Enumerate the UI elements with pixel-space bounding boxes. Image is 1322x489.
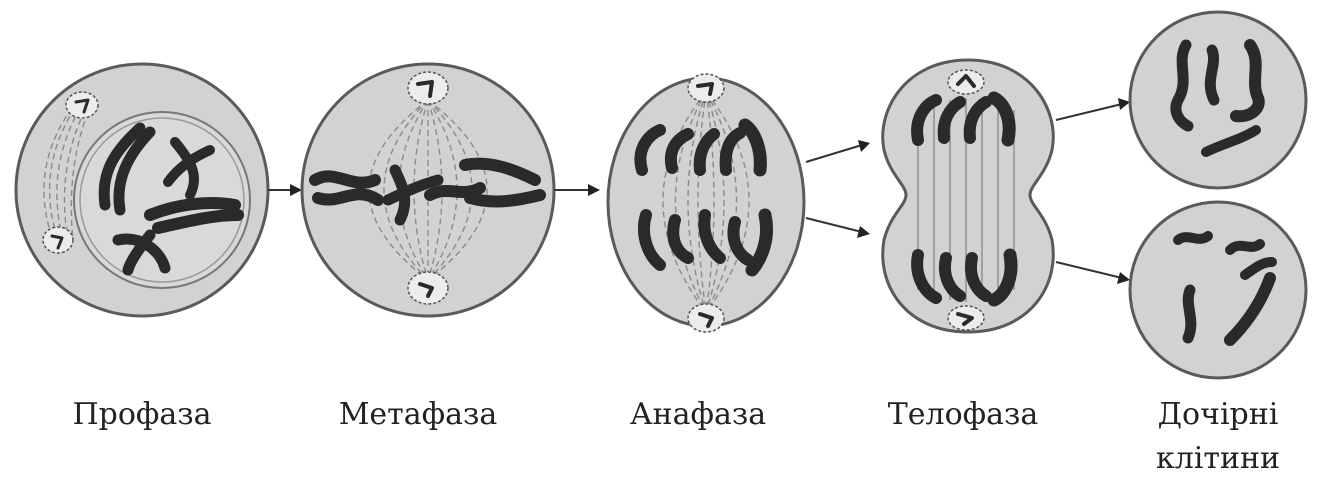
label-prophase: Профаза bbox=[52, 394, 232, 436]
arrow-telophase-to-daughter-bottom bbox=[1056, 262, 1130, 284]
telophase-cell bbox=[883, 60, 1054, 332]
label-daughter-cells-line2: клітини bbox=[1128, 438, 1308, 480]
arrow-prophase-to-metaphase bbox=[268, 184, 302, 196]
label-telophase: Телофаза bbox=[858, 394, 1068, 436]
prophase-centrosome-top bbox=[66, 92, 98, 118]
daughter-cell-bottom bbox=[1130, 202, 1306, 378]
arrow-metaphase-to-anaphase bbox=[554, 184, 600, 196]
label-anaphase: Анафаза bbox=[598, 394, 798, 436]
metaphase-cell bbox=[302, 64, 554, 316]
daughter-cell-top bbox=[1130, 12, 1306, 188]
anaphase-centrosome-top bbox=[688, 74, 724, 102]
label-daughter-cells-line1: Дочірні bbox=[1128, 394, 1308, 436]
telophase-centrosome-top bbox=[948, 70, 984, 94]
arrow-anaphase-to-telophase-top bbox=[806, 140, 870, 162]
prophase-cell bbox=[16, 64, 268, 316]
label-metaphase: Метафаза bbox=[308, 394, 528, 436]
arrow-telophase-to-daughter-top bbox=[1056, 98, 1130, 120]
arrow-anaphase-to-telophase-bottom bbox=[806, 218, 870, 238]
metaphase-centrosome-top bbox=[408, 72, 448, 104]
anaphase-cell bbox=[608, 74, 804, 332]
mitosis-figure bbox=[0, 0, 1322, 420]
